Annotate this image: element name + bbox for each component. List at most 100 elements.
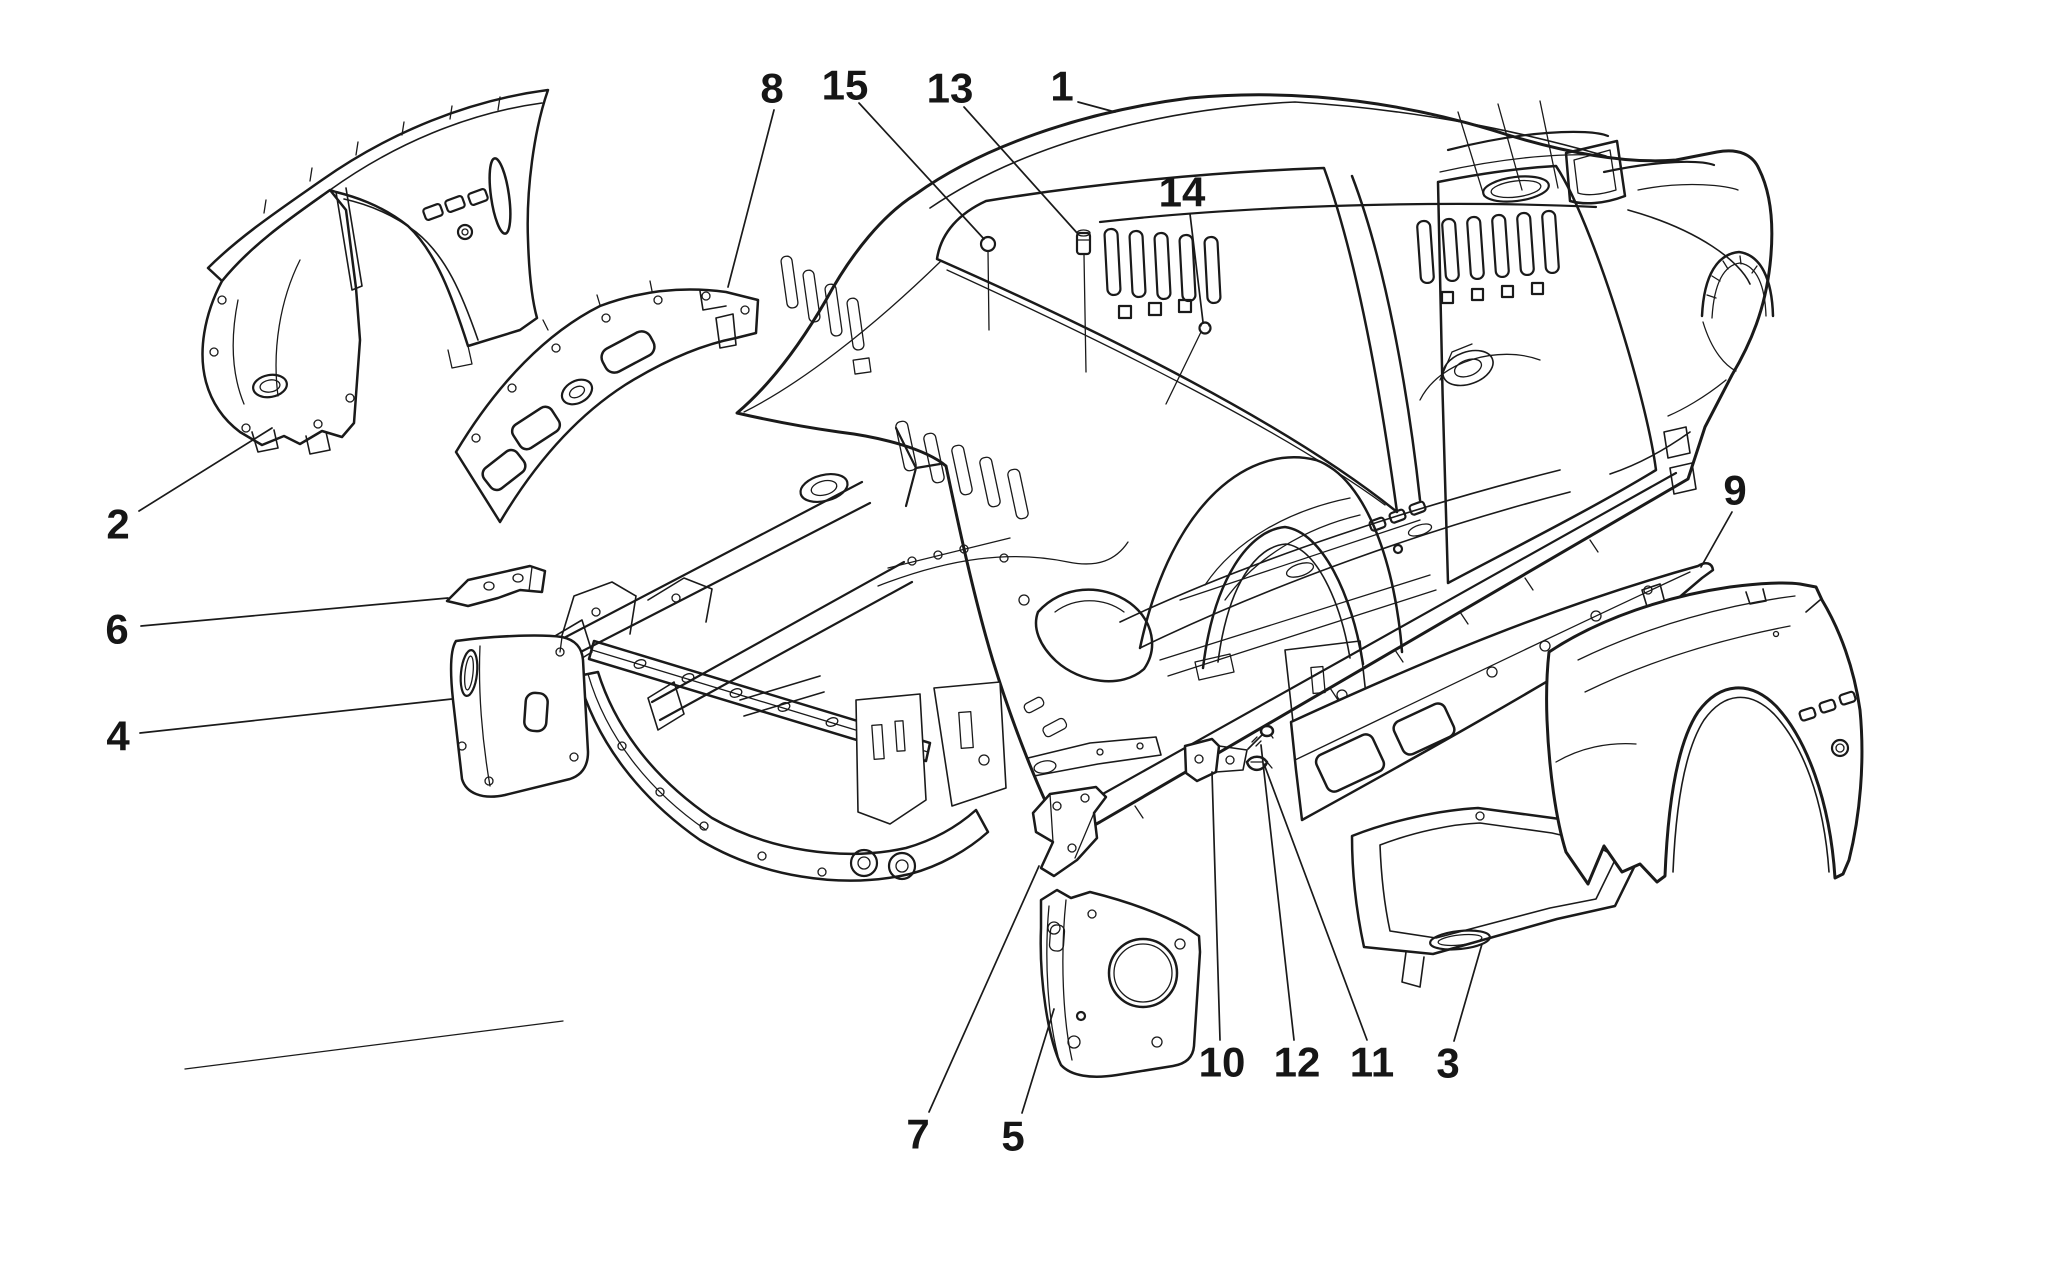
screw-12-head <box>1259 724 1275 738</box>
callout-label-2: 2 <box>106 501 129 548</box>
callout-14: 14 <box>1159 169 1206 323</box>
donut-hole <box>560 378 594 406</box>
side-vent-slot <box>1408 500 1427 516</box>
callout-label-11: 11 <box>1350 1039 1394 1086</box>
callout-leader-11 <box>1263 763 1368 1041</box>
fastener-13-locator <box>1083 254 1087 373</box>
frame-tower <box>855 693 927 825</box>
callout-leader-6 <box>140 597 449 627</box>
a-pillar-outer <box>1350 174 1422 502</box>
car-body-shell <box>554 93 1775 843</box>
fender-vent-slot <box>467 188 489 206</box>
fender-outer-panel <box>206 88 550 348</box>
fender-vent-slot <box>444 195 466 213</box>
dash-bulkhead-details <box>743 255 1029 520</box>
windshield-aperture <box>935 166 1399 514</box>
screw-12-shank <box>1247 734 1263 750</box>
callout-leader-8 <box>727 109 775 288</box>
callout-leader-10 <box>1211 771 1221 1041</box>
callout-leader-4 <box>139 698 453 734</box>
bumper-bolt <box>887 851 917 881</box>
front-frame-assembly <box>184 577 1007 1070</box>
rear-bulkhead-slots <box>1098 202 1598 320</box>
floor-pan-details <box>1119 343 1571 677</box>
callout-leader-1 <box>1077 101 1116 113</box>
rear-vent-slot <box>1798 706 1817 722</box>
callout-leader-5 <box>1021 1008 1055 1114</box>
callout-leader-12 <box>1260 744 1295 1041</box>
rear-wheel-arch <box>1700 250 1775 318</box>
door-aperture <box>1436 164 1658 585</box>
callout-15: 15 <box>822 62 985 240</box>
callout-leader-14 <box>1189 213 1204 323</box>
body-front-fender <box>999 456 1427 777</box>
wheelhouse-panel-4 <box>449 634 590 798</box>
roof-inner-line <box>929 101 1607 209</box>
bracket-6 <box>445 564 547 608</box>
parcel-shelf-edge <box>1446 130 1610 152</box>
callout-label-3: 3 <box>1436 1040 1459 1087</box>
construction-line <box>184 1020 564 1070</box>
callout-label-14: 14 <box>1159 169 1206 216</box>
cowl-frame-panel <box>454 280 760 524</box>
fender-edge-tabs <box>263 96 501 214</box>
fastener-13-pin <box>1075 231 1092 256</box>
liner-oval-hole <box>1429 929 1491 951</box>
callout-7: 7 <box>906 865 1040 1158</box>
callout-leader-13 <box>963 106 1079 235</box>
lower-bumper-frame <box>576 670 990 882</box>
side-vent-slot <box>1368 516 1387 532</box>
callout-label-6: 6 <box>105 606 128 653</box>
callout-label-8: 8 <box>760 65 783 112</box>
callout-leader-9 <box>1700 511 1733 568</box>
panel-tab <box>699 290 737 349</box>
fender-vent-slot <box>422 203 444 221</box>
callout-label-10: 10 <box>1199 1039 1246 1086</box>
callout-2: 2 <box>106 427 273 548</box>
callout-11: 11 <box>1263 763 1394 1086</box>
callout-leader-7 <box>928 865 1040 1113</box>
big-round-hole <box>1107 937 1179 1009</box>
callout-13: 13 <box>927 65 1079 235</box>
callout-label-13: 13 <box>927 65 974 112</box>
bumper-bolt <box>849 848 879 878</box>
callout-3: 3 <box>1436 943 1483 1087</box>
side-vent-slot <box>1388 508 1407 524</box>
front-fender-assembly <box>201 88 550 455</box>
callout-label-9: 9 <box>1723 467 1746 514</box>
bracket-10 <box>1183 737 1221 783</box>
callout-5: 5 <box>1001 1008 1055 1160</box>
bracket-10-screw-12-clip-11 <box>1183 724 1275 783</box>
panel-oval-slot <box>459 649 479 697</box>
callout-4: 4 <box>106 698 453 760</box>
fastener-15-locator <box>987 250 990 331</box>
callout-leader-15 <box>858 102 985 240</box>
headlamp-recess <box>1034 588 1154 683</box>
callout-12: 12 <box>1260 744 1321 1086</box>
fender-arch-inner <box>343 198 479 341</box>
callout-6: 6 <box>105 597 449 653</box>
callout-9: 9 <box>1700 467 1747 568</box>
rear-vent-slot <box>1818 698 1837 714</box>
callout-8: 8 <box>727 65 784 288</box>
roof-bows <box>1457 100 1559 197</box>
wheelhouse-oval-hole <box>252 373 288 399</box>
rear-fender-panel <box>1545 581 1864 886</box>
callout-leader-3 <box>1453 943 1483 1042</box>
fender-recess-oval <box>488 157 512 235</box>
body-outline <box>735 93 1774 843</box>
callout-label-12: 12 <box>1274 1039 1321 1086</box>
callout-label-15: 15 <box>822 62 869 109</box>
callout-label-5: 5 <box>1001 1113 1024 1160</box>
callout-label-4: 4 <box>106 713 130 760</box>
quarter-window <box>1564 139 1627 205</box>
liner-leg <box>1401 951 1425 988</box>
callout-label-1: 1 <box>1050 63 1073 110</box>
callout-label-7: 7 <box>906 1111 929 1158</box>
rear-quarter-details <box>1602 160 1775 495</box>
bracket-7 <box>1031 785 1108 878</box>
inner-panel-5 <box>1039 888 1202 1078</box>
fastener-14-locator <box>1165 331 1202 405</box>
